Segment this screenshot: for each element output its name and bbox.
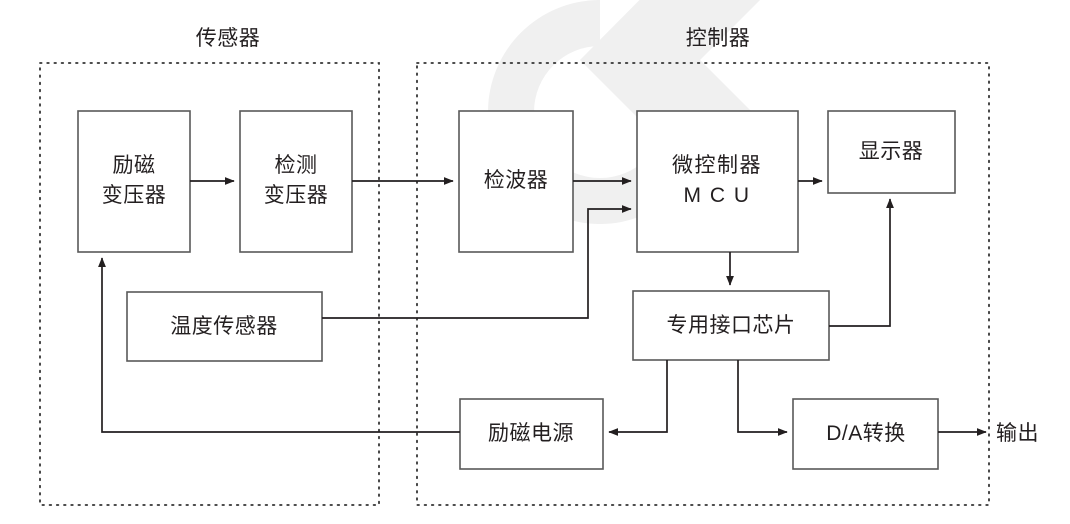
box-detection-transformer (239, 110, 353, 253)
conn-interface-chip-to-da (737, 360, 788, 436)
node-label-detector: 检波器 (483, 169, 549, 193)
box-temperature-sensor (126, 291, 323, 362)
conn-excitation-power-to-transformer (98, 257, 460, 433)
group-title-controller: 控制器 (685, 27, 751, 50)
box-detector (458, 110, 574, 253)
node-label-da-converter: D/A转换 (826, 422, 906, 446)
node-label-excitation-power: 励磁电源 (488, 422, 574, 446)
box-excitation-power (459, 398, 604, 470)
conn-temperature-to-mcu (322, 205, 632, 319)
node-label-detection-transformer: 检测 变压器 (263, 154, 329, 207)
controller-group-boundary (416, 62, 990, 506)
node-label-interface-chip: 专用接口芯片 (666, 314, 796, 338)
box-da-converter (792, 398, 939, 470)
output-label: 输出 (996, 422, 1039, 445)
node-label-temperature-sensor: 温度传感器 (170, 315, 278, 339)
conn-interface-chip-to-excitation-power (608, 360, 668, 436)
box-excitation-transformer (77, 110, 191, 253)
group-title-sensor: 传感器 (195, 27, 261, 50)
sensor-group-boundary (39, 62, 380, 506)
node-label-excitation-transformer: 励磁 变压器 (101, 154, 167, 207)
box-display (827, 110, 956, 194)
box-interface-chip (632, 290, 830, 361)
node-label-mcu: 微控制器 M C U (672, 154, 762, 207)
conn-interface-chip-to-display (829, 198, 894, 327)
box-mcu (636, 110, 799, 253)
node-label-display: 显示器 (858, 140, 924, 164)
